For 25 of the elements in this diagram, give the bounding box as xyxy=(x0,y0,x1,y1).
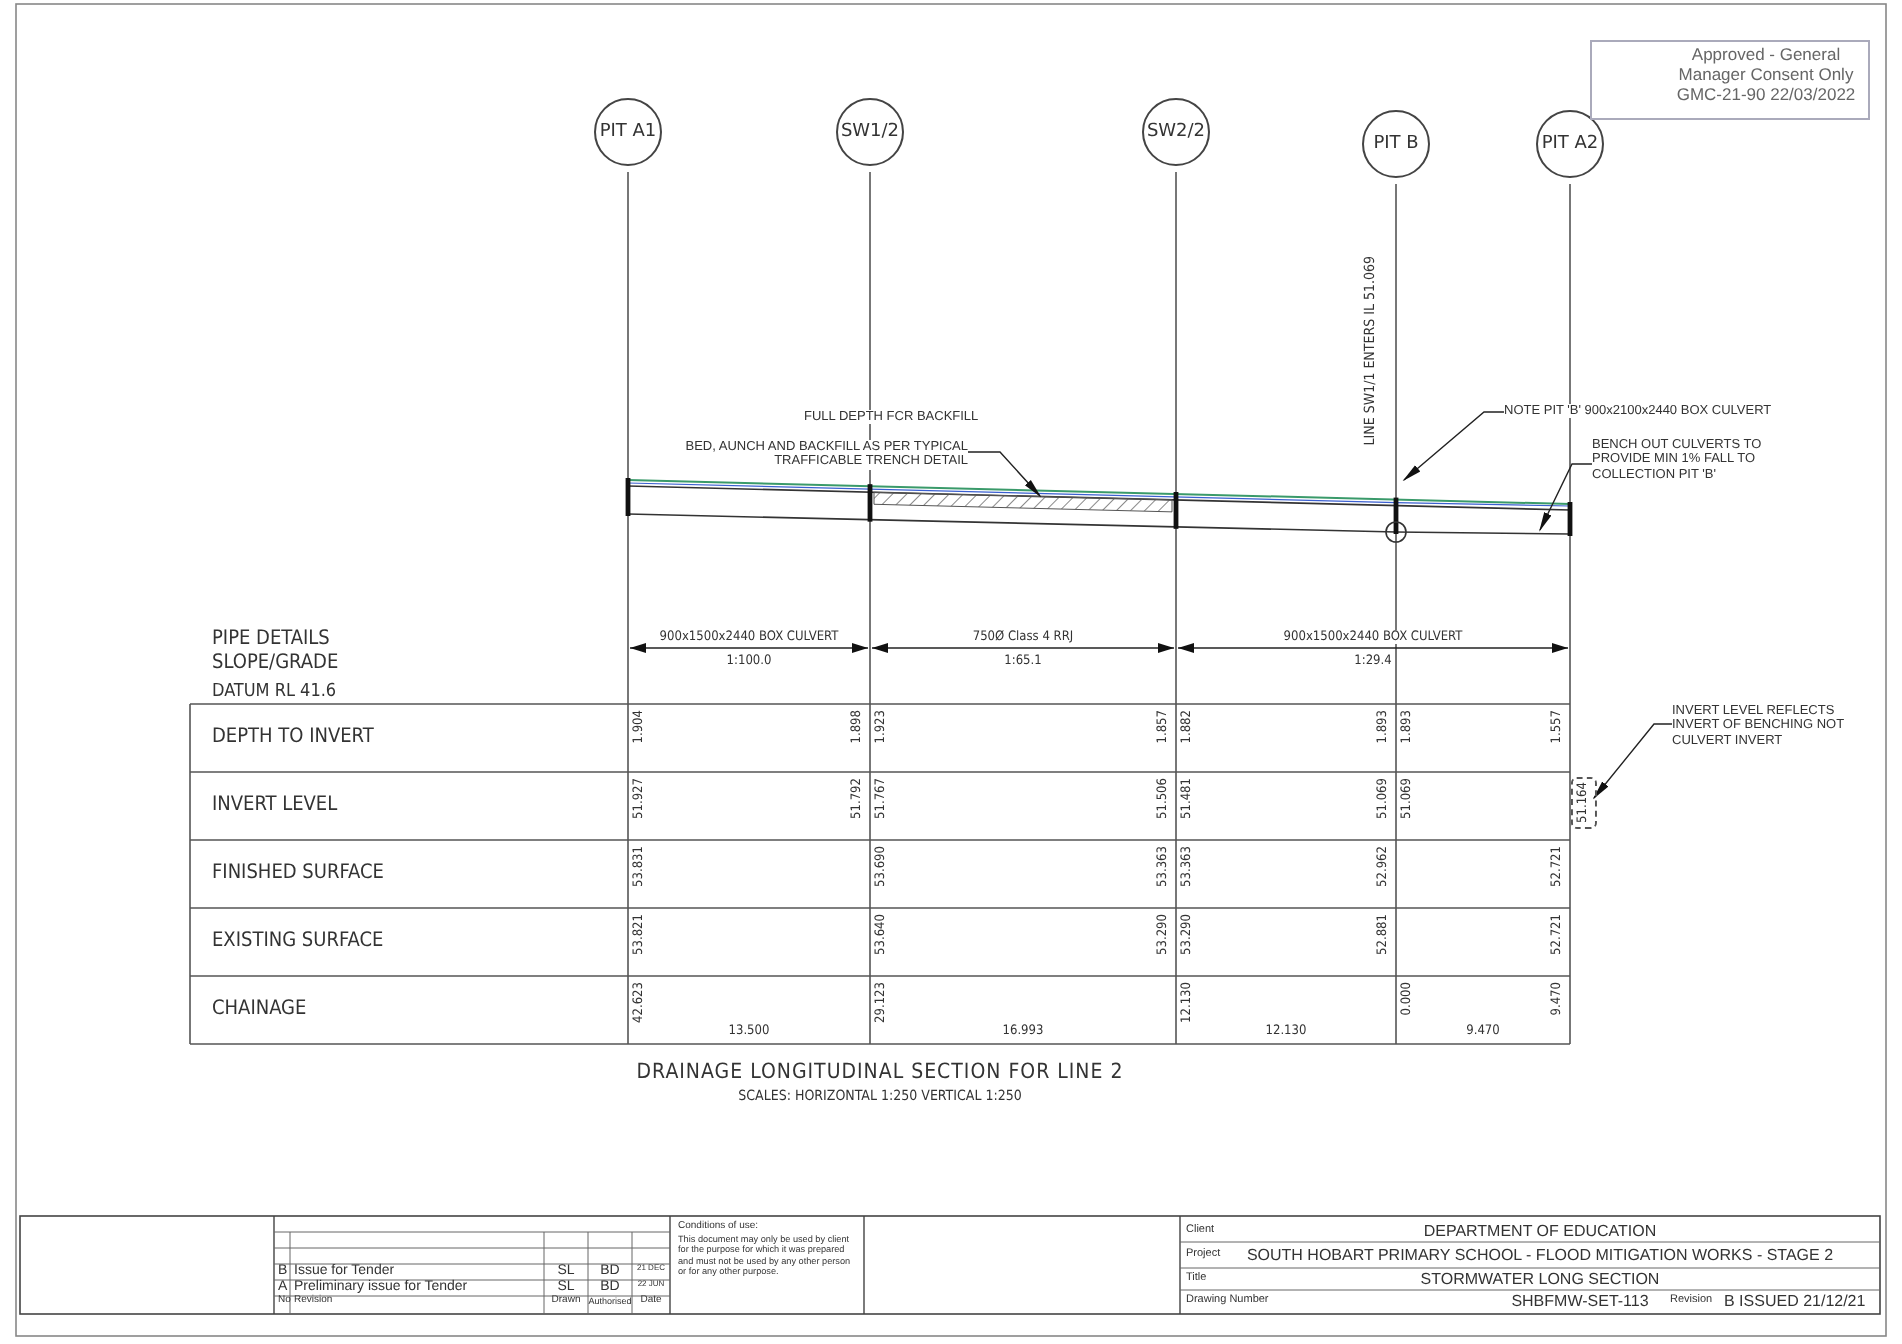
hatched-backfill xyxy=(873,491,1173,513)
leader-line xyxy=(967,451,1042,498)
pit-bubble: SW1/2 xyxy=(836,98,904,166)
pit-bubble: PIT A1 xyxy=(594,98,662,166)
row-header: DEPTH TO INVERT xyxy=(212,726,374,749)
approval-stamp: Approved - General Manager Consent Only GMC-21-90 22/03/2022 xyxy=(1590,40,1870,120)
pit-bubble: PIT A2 xyxy=(1536,110,1604,178)
leader-line xyxy=(1402,411,1505,482)
leader-line xyxy=(1592,723,1673,800)
pit-bubble: PIT B xyxy=(1362,110,1430,178)
leader-line xyxy=(1539,463,1593,532)
pit-bubble: SW2/2 xyxy=(1142,98,1210,166)
field-value: DEPARTMENT OF EDUCATION xyxy=(1423,1222,1657,1241)
row-header: DATUM RL 41.6 xyxy=(212,682,337,703)
row-header: EXISTING SURFACE xyxy=(212,930,384,953)
field-value: B ISSUED 21/12/21 xyxy=(1724,1292,1866,1311)
row-header: SLOPE/GRADE xyxy=(212,652,339,675)
field-value: SOUTH HOBART PRIMARY SCHOOL - FLOOD MITIGATION WORKS - STAGE 2 xyxy=(1246,1246,1834,1265)
row-header: INVERT LEVEL xyxy=(212,794,338,817)
row-header: PIPE DETAILS xyxy=(212,628,330,651)
drawing-title: DRAINAGE LONGITUDINAL SECTION FOR LINE 2 xyxy=(636,1060,1124,1085)
row-header: FINISHED SURFACE xyxy=(212,862,384,885)
field-value: SHBFMW-SET-113 xyxy=(1511,1292,1649,1311)
field-value: STORMWATER LONG SECTION xyxy=(1420,1270,1660,1289)
row-header: CHAINAGE xyxy=(212,998,307,1021)
